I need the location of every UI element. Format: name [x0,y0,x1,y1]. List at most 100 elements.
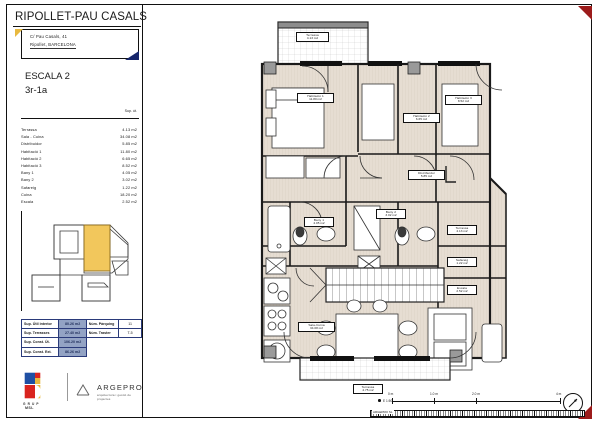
msl-name-text: MSL [25,406,34,410]
schedule-room-area: 11.80 m2 [120,148,137,154]
schedule-row: Safareig 1.22 m2 [21,183,139,190]
room-name: Bany 1 [313,217,325,222]
drawing-footer-bar [370,410,585,417]
room-name: Habitació 2 [413,113,430,118]
room-area: 4.75 m2 [362,388,374,393]
room-name: Escala [457,285,467,290]
argepro-tagline: arquitectura i gestió de projectes [97,393,132,401]
room-area: 8.52 m2 [457,99,470,104]
schedule-room-name: Distribuidor [21,141,42,147]
grup-msl-logo [23,371,49,403]
schedule-room-name: Terrassa [21,127,37,132]
legend-row: Sup. Const. Út.106.20 m2 [20,337,142,348]
legend-spacer [86,338,118,347]
scale-tick [560,398,561,404]
address-box: C/ Pau Casals, 41 Ripollet, BARCELONA [21,29,139,59]
room-name: Safareig [455,257,469,262]
legend-label: Sup. Útil interior [20,318,60,330]
footer-note: ARGEPRO SL [372,410,394,414]
legend-spacer [119,347,142,356]
legend-value: 86.26 m2 [58,346,87,357]
schedule-room-name: Habitació 2 [21,155,42,161]
room-area: 1.22 m2 [456,261,468,266]
room-name: Terrassa [306,32,319,37]
stair-label: ESCALA 2 [25,71,70,82]
schedule-room-name: Safareig [21,184,37,190]
legend-extra-value: T-5 [118,328,142,339]
room-name: Bany 2 [385,209,397,214]
scale-tick-label: 4 m [556,392,562,396]
schedule-room-area: 5.85 m2 [122,141,137,147]
unit-label: 3r-1a [25,85,48,96]
schedule-units-header: Sup. út. [124,109,137,113]
corner-mark-top-right [578,6,592,20]
schedule-room-area: 2.52 m2 [122,198,137,204]
schedule-room-area: 34.08 m2 [119,134,137,140]
room-name: Terrassa [361,384,375,389]
scale-origin-dot [378,399,381,402]
title-block: RIPOLLET-PAU CASALS C/ Pau Casals, 41 Ri… [7,5,147,417]
legend-label: Sup. Const. Út. [20,337,60,348]
schedule-room-area: 3.02 m2 [122,177,137,183]
room-name: Sala-Cuina [308,322,325,327]
page-title: RIPOLLET-PAU CASALS [15,11,148,23]
logo-divider [67,373,68,401]
room-name: Habitació 3 [455,95,472,100]
yellow-corner-accent [15,29,23,37]
room-area: 4.05 m2 [313,221,325,226]
schedule-room-name: Cuina [21,191,32,197]
scale-tick-label: 2.0 m [472,392,480,396]
legend-spacer [119,338,142,347]
legend-extra-label: Núm. Traster [85,328,120,339]
scale-ratio: E 1:50 [383,399,393,403]
legend-extra-value: 11 [118,318,142,330]
schedule-room-name: Escala [21,198,34,204]
address-line-1: C/ Pau Casals, 41 [30,34,68,39]
schedule-room-area: 8.52 m2 [122,162,137,168]
legend-value: 106.20 m2 [58,337,87,348]
msl-grup-text: G R U P [23,402,40,406]
schedule-row: Terrassa 4.13 m2 [21,124,139,133]
legend-value: 80.26 m2 [58,318,87,330]
schedule-room-area: 6.65 m2 [122,155,137,161]
room-area: 5.85 m2 [420,174,433,179]
scale-tick [434,398,435,404]
scale-tick [476,398,477,404]
room-name: Habitació 1 [307,93,324,98]
room-area: 4.13 m2 [456,229,468,234]
schedule-header: Sup. út. [21,109,139,119]
schedule-row: Distribuidor 5.85 m2 [21,140,139,147]
argepro-mark-icon [75,383,91,402]
schedule-room-area: 4.05 m2 [122,170,137,176]
room-area: 4.13 m2 [306,36,319,41]
argepro-name: ARGEPRO [97,383,143,392]
scale-tick-label: 0 m [388,392,394,396]
legend-extra-label: Núm. Pàrquing [85,318,120,330]
room-name: Distribuidor [418,170,435,175]
room-area: 2.52 m2 [456,289,468,294]
key-plan [21,211,139,311]
schedule-room-area: 1.22 m2 [122,184,137,190]
address-line-2: Ripollet, BARCELONA [30,42,76,49]
scale-tick [392,398,393,404]
room-area: 34.08 m2 [310,326,323,331]
schedule-room-area: 4.13 m2 [122,127,137,132]
